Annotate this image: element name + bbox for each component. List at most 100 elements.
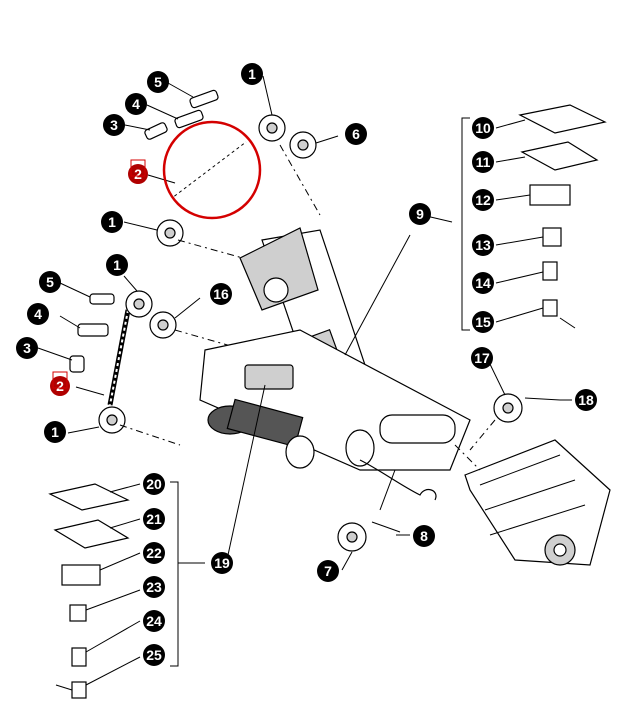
sprocket-7-assembly <box>337 521 401 552</box>
shaft-18 <box>524 397 561 401</box>
elevator-housing <box>199 227 471 501</box>
offset-link-upper <box>144 122 168 140</box>
left-chain-drive <box>69 290 246 446</box>
callout-label: 4 <box>132 96 140 112</box>
callout-label: 5 <box>46 274 54 290</box>
callout-8: 8 <box>413 525 435 547</box>
callout-14: 14 <box>472 272 494 294</box>
collector-basket <box>454 439 611 566</box>
callout-label: 15 <box>475 314 491 330</box>
callout-label: 9 <box>416 206 424 222</box>
callout-label: 4 <box>34 306 42 322</box>
clamp-23 <box>69 604 87 622</box>
clamp-13 <box>542 227 562 247</box>
callout-label: 24 <box>146 613 162 629</box>
callout-3: 3 <box>103 114 125 136</box>
bracket-brace-right <box>461 117 470 331</box>
callout-label: 16 <box>213 286 229 302</box>
callout-label: 20 <box>146 476 162 492</box>
callout-2-highlighted: 2 <box>128 159 148 184</box>
callout-label: 2 <box>56 378 64 394</box>
callout-1: 1 <box>106 254 128 276</box>
callout-16: 16 <box>210 283 232 305</box>
callout-label: 7 <box>324 563 332 579</box>
callout-label: 25 <box>146 647 162 663</box>
plate-21 <box>53 519 130 549</box>
highlight-ring <box>162 120 262 220</box>
callout-3: 3 <box>16 337 38 359</box>
callout-4: 4 <box>27 303 49 325</box>
callout-label: 3 <box>110 117 118 133</box>
callout-18: 18 <box>575 389 597 411</box>
block-24 <box>71 647 87 667</box>
plate-10 <box>518 104 607 134</box>
callout-label: 22 <box>146 545 162 561</box>
callout-label: 5 <box>154 74 162 90</box>
callout-6: 6 <box>345 123 367 145</box>
callout-1: 1 <box>101 211 123 233</box>
callout-9: 9 <box>409 203 431 225</box>
basket-frame <box>464 439 611 566</box>
callout-label: 11 <box>476 154 491 170</box>
bracket-12 <box>529 184 571 206</box>
access-panel <box>244 364 294 390</box>
callout-label: 2 <box>134 166 142 182</box>
callout-label: 17 <box>474 350 490 366</box>
plate-11 <box>520 141 599 171</box>
callout-label: 6 <box>352 126 360 142</box>
leader-lines <box>37 75 572 686</box>
auger-tube <box>379 414 456 444</box>
main-housing <box>199 329 471 471</box>
bracket-stack-right <box>461 104 607 331</box>
auger-screw <box>359 459 437 501</box>
callout-label: 21 <box>146 511 162 527</box>
callout-label: 14 <box>475 275 491 291</box>
callout-22: 22 <box>143 542 165 564</box>
bracket-stack-left <box>48 481 179 699</box>
pin-8 <box>371 521 401 533</box>
top-chain-drive <box>144 89 321 261</box>
callout-21: 21 <box>143 508 165 530</box>
callout-label: 10 <box>475 120 491 136</box>
connecting-link-upper <box>174 109 204 129</box>
callout-label: 19 <box>214 555 230 571</box>
callout-1: 1 <box>44 421 66 443</box>
callout-13: 13 <box>472 234 494 256</box>
half-link-lower <box>89 293 115 305</box>
callout-15: 15 <box>472 311 494 333</box>
callout-1: 1 <box>241 63 263 85</box>
callout-5: 5 <box>39 271 61 293</box>
callout-2-highlighted: 2 <box>50 371 70 396</box>
half-link-upper <box>189 89 219 109</box>
callout-20: 20 <box>143 473 165 495</box>
callout-12: 12 <box>472 189 494 211</box>
callout-label: 1 <box>51 424 59 440</box>
callout-label: 1 <box>248 66 256 82</box>
callout-label: 3 <box>23 340 31 356</box>
callout-label: 1 <box>108 214 116 230</box>
connecting-link-lower <box>77 323 109 337</box>
sprocket-17-assembly <box>469 393 561 451</box>
callout-25: 25 <box>143 644 165 666</box>
callout-5: 5 <box>147 71 169 93</box>
roller-chain-upper <box>171 141 247 199</box>
callout-24: 24 <box>143 610 165 632</box>
drive-cylinder-end <box>285 435 315 469</box>
callout-label: 23 <box>146 579 162 595</box>
plate-20 <box>48 483 130 511</box>
callout-label: 13 <box>475 237 491 253</box>
bracket-brace-left <box>170 481 179 667</box>
callout-10: 10 <box>472 117 494 139</box>
callout-label: 8 <box>420 528 428 544</box>
clamp-25 <box>71 681 87 699</box>
callout-label: 1 <box>113 257 121 273</box>
bracket-22 <box>61 564 101 586</box>
callout-11: 11 <box>472 151 494 173</box>
callout-23: 23 <box>143 576 165 598</box>
block-14 <box>542 261 558 281</box>
callout-label: 12 <box>475 192 491 208</box>
callout-19: 19 <box>211 552 233 574</box>
clamp-15 <box>542 299 558 317</box>
callout-7: 7 <box>317 560 339 582</box>
